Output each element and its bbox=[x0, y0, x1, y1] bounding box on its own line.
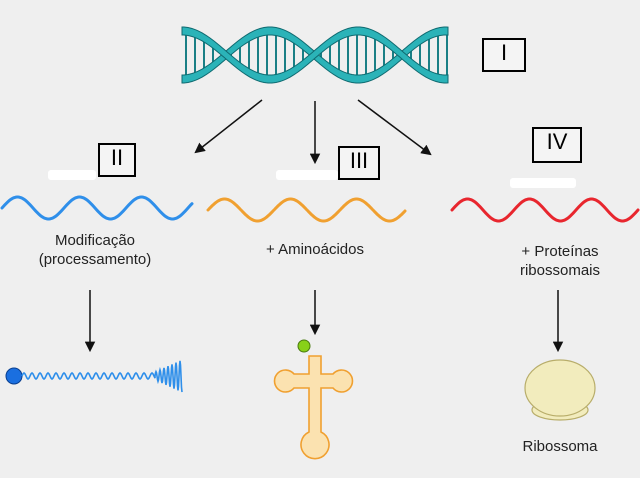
label-rrna: IV bbox=[532, 127, 582, 163]
arrow-to-mrna bbox=[194, 99, 263, 154]
ribosome-icon bbox=[524, 359, 596, 421]
amino-acid-icon bbox=[297, 339, 311, 353]
caption-rrna-ribosomal: ribossomais bbox=[519, 262, 601, 279]
blank-label-trna bbox=[276, 170, 338, 180]
rrna-wave-icon bbox=[450, 197, 640, 223]
label-dna: I bbox=[482, 38, 526, 72]
caption-mrna-processing: (processamento) bbox=[38, 251, 152, 268]
mrna-wave-icon bbox=[0, 195, 194, 221]
dna-double-helix-icon bbox=[181, 26, 449, 84]
label-mrna: II bbox=[98, 143, 136, 177]
processed-mrna-icon bbox=[5, 360, 183, 393]
arrow-to-rrna bbox=[357, 99, 432, 156]
blank-label-mrna bbox=[48, 170, 96, 180]
trna-wave-icon bbox=[206, 197, 407, 223]
caption-rrna-proteins: + Proteínas bbox=[521, 243, 599, 260]
caption-ribosome: Ribossoma bbox=[522, 438, 598, 455]
blank-label-rrna bbox=[510, 178, 576, 188]
trna-cloverleaf-icon bbox=[273, 339, 354, 460]
caption-mrna-modification: Modificação bbox=[54, 232, 136, 249]
label-trna: III bbox=[338, 146, 380, 180]
caption-trna-amino-acids: + Aminoácidos bbox=[266, 241, 364, 258]
dna-strand bbox=[181, 26, 449, 84]
